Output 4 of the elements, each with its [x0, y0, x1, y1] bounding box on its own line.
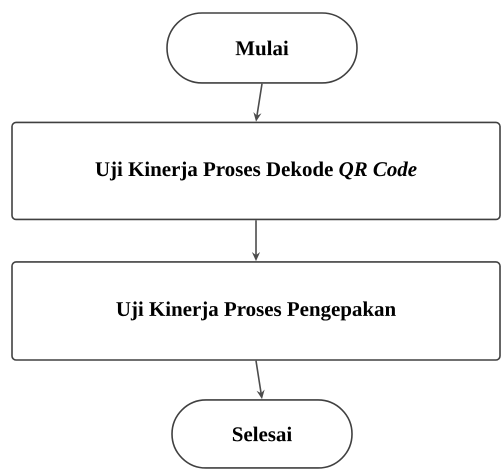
terminal-box: Selesai — [171, 399, 353, 469]
process-box: Uji Kinerja Proses Dekode QR Code — [11, 122, 501, 220]
process-box: Uji Kinerja Proses Pengepakan — [11, 261, 501, 361]
terminal-box: Mulai — [166, 12, 358, 84]
